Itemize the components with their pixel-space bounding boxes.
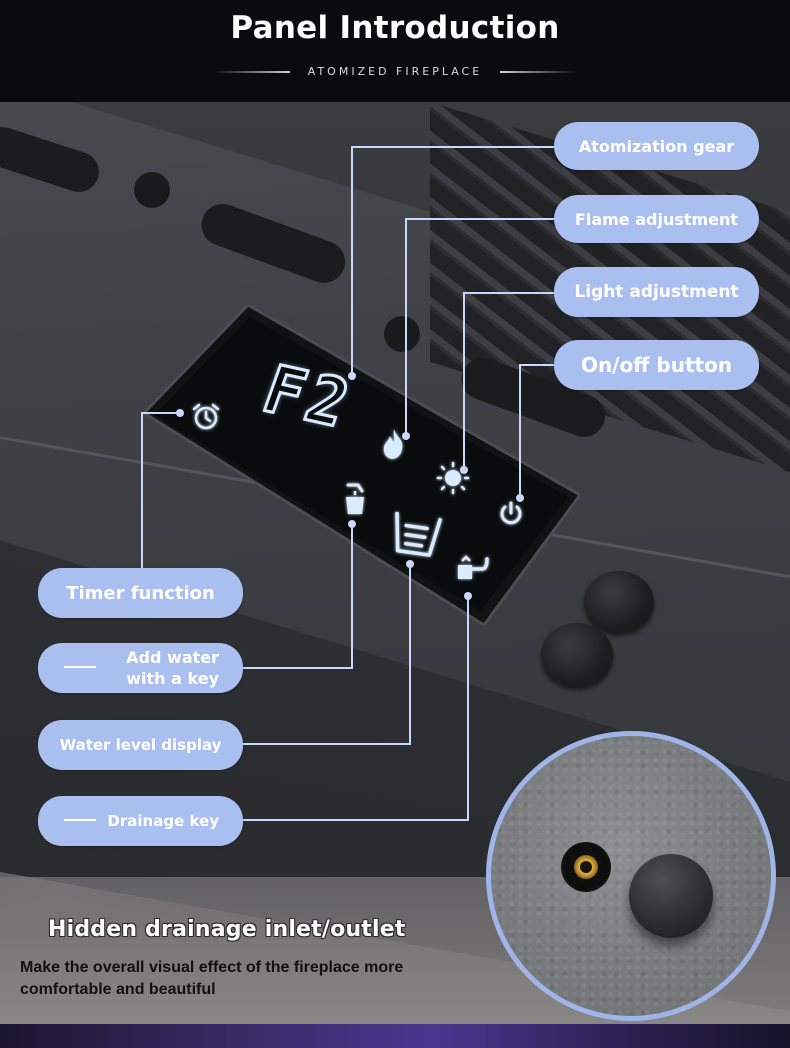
bottom-flame-strip xyxy=(0,1024,790,1048)
control-panel: F2 xyxy=(144,305,580,625)
drainage-button[interactable] xyxy=(629,854,713,938)
vent-hole xyxy=(134,172,170,208)
surface-texture xyxy=(491,736,771,1016)
divider-left xyxy=(214,71,290,73)
callout-drainage-key-label: Drainage key xyxy=(107,812,219,830)
add-water-icon xyxy=(346,483,364,514)
flame-icon xyxy=(383,429,403,459)
header: Panel Introduction ATOMIZED FIREPLACE xyxy=(0,0,790,102)
callout-timer-function: Timer function xyxy=(38,568,243,618)
callout-add-water: Add water with a key xyxy=(38,643,243,693)
callout-light-adjustment: Light adjustment xyxy=(554,267,759,317)
alarm-clock-icon xyxy=(192,403,220,430)
callout-light-adjustment-label: Light adjustment xyxy=(574,282,739,302)
light-bulb-icon xyxy=(436,461,470,495)
flame-icon[interactable] xyxy=(380,427,408,461)
drain-icon xyxy=(458,555,489,579)
callout-water-level-display-label: Water level display xyxy=(59,736,222,754)
subtitle-row: ATOMIZED FIREPLACE xyxy=(0,62,790,82)
power-icon[interactable] xyxy=(496,499,526,529)
knob-upper[interactable] xyxy=(584,571,654,633)
callout-drainage-key: Drainage key xyxy=(38,796,243,846)
alarm-clock-icon[interactable] xyxy=(188,401,224,433)
callout-on-off-button-label: On/off button xyxy=(580,353,733,377)
callout-timer-function-label: Timer function xyxy=(66,582,215,604)
callout-add-water-line1: Add water xyxy=(126,648,219,667)
drain-icon[interactable] xyxy=(454,553,492,583)
description-line1: Make the overall visual effect of the fi… xyxy=(20,959,404,976)
callout-flame-adjustment-label: Flame adjustment xyxy=(574,209,739,229)
add-water-icon[interactable] xyxy=(340,481,370,517)
divider-right xyxy=(500,71,576,73)
callout-add-water-line2: with a key xyxy=(126,669,219,688)
callout-flame-adjustment: Flame adjustment xyxy=(554,195,759,243)
hidden-drainage-title: Hidden drainage inlet/outlet xyxy=(48,917,406,942)
callout-atomization-gear: Atomization gear xyxy=(554,122,759,170)
page-subtitle: ATOMIZED FIREPLACE xyxy=(307,65,483,78)
water-level-icon[interactable] xyxy=(388,509,442,561)
power-icon xyxy=(500,501,522,525)
callout-water-level-display: Water level display xyxy=(38,720,243,770)
drainage-port xyxy=(561,842,611,892)
page-title: Panel Introduction xyxy=(230,10,560,46)
dash-icon xyxy=(64,819,96,821)
description-line2: comfortable and beautiful xyxy=(20,981,216,998)
dash-icon xyxy=(64,666,96,668)
control-panel-graphic xyxy=(144,305,580,625)
light-bulb-icon[interactable] xyxy=(436,461,470,495)
port-opening xyxy=(580,861,592,873)
callout-atomization-gear-label: Atomization gear xyxy=(578,136,735,156)
callout-add-water-text: Add water with a key xyxy=(126,647,219,689)
drainage-closeup xyxy=(486,731,776,1021)
water-level-icon xyxy=(395,512,442,557)
knob-lower[interactable] xyxy=(541,623,613,687)
description: Make the overall visual effect of the fi… xyxy=(20,957,490,1001)
callout-on-off-button: On/off button xyxy=(554,340,759,390)
